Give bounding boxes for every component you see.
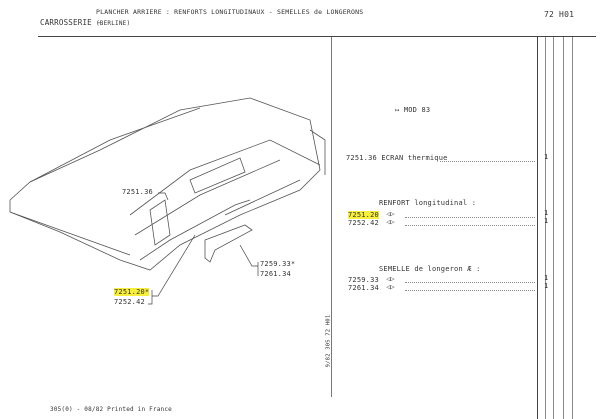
- part-ref: 7251.20: [348, 211, 379, 219]
- group-heading: SEMELLE de longeron Æ :: [379, 265, 481, 273]
- part-qty: 1: [544, 282, 549, 290]
- part-qty: 1: [544, 153, 549, 161]
- qty-column-line: [545, 37, 546, 419]
- part-ref: 7251.36: [346, 154, 377, 162]
- qty-column-line: [537, 37, 538, 419]
- part-ref: 7261.34: [348, 284, 379, 292]
- column-divider: [331, 37, 332, 397]
- leader-dots: [405, 290, 535, 291]
- leader-dots: [405, 217, 535, 218]
- mod-note: ↦ MOD 83: [395, 106, 431, 114]
- leader-dots: [405, 282, 535, 283]
- callout-7252-42: 7252.42: [114, 298, 145, 306]
- callout-7261-34: 7261.34: [260, 270, 291, 278]
- part-row: 7251.36 ECRAN thermique: [346, 154, 448, 162]
- part-qty: 1: [544, 209, 549, 217]
- part-desc: ECRAN thermique: [381, 154, 448, 162]
- callout-7251-36: 7251.36: [122, 188, 153, 196]
- page-code: 72 H01: [544, 10, 575, 19]
- mod-label: MOD 83: [403, 106, 431, 114]
- side-marker-icon: ◁▷: [386, 210, 395, 218]
- side-marker-icon: ◁▷: [386, 218, 395, 226]
- side-code: 9/82 305 72 H01: [325, 314, 332, 368]
- page-title: PLANCHER ARRIERE : RENFORTS LONGITUDINAU…: [96, 8, 364, 16]
- leader-dots: [405, 225, 535, 226]
- qty-column-line: [572, 37, 573, 419]
- side-marker-icon: ◁▷: [386, 275, 395, 283]
- footer: 305(0) - 08/82 Printed in France: [50, 406, 172, 413]
- group-heading: RENFORT longitudinal :: [379, 199, 477, 207]
- part-ref: 7252.42: [348, 219, 379, 227]
- part-ref: 7259.33: [348, 276, 379, 284]
- section-label: CARROSSERIE -: [40, 18, 102, 27]
- header-rule: [38, 36, 596, 37]
- leader-dots: [440, 161, 535, 162]
- page-subtitle: (BERLINE): [96, 20, 131, 27]
- callout-7251-20: 7251.20*: [114, 288, 150, 296]
- callout-7259-33: 7259.33*: [260, 260, 296, 268]
- side-marker-icon: ◁▷: [386, 283, 395, 291]
- part-qty: 1: [544, 274, 549, 282]
- qty-column-line: [563, 37, 564, 419]
- qty-column-line: [553, 37, 554, 419]
- part-qty: 1: [544, 217, 549, 225]
